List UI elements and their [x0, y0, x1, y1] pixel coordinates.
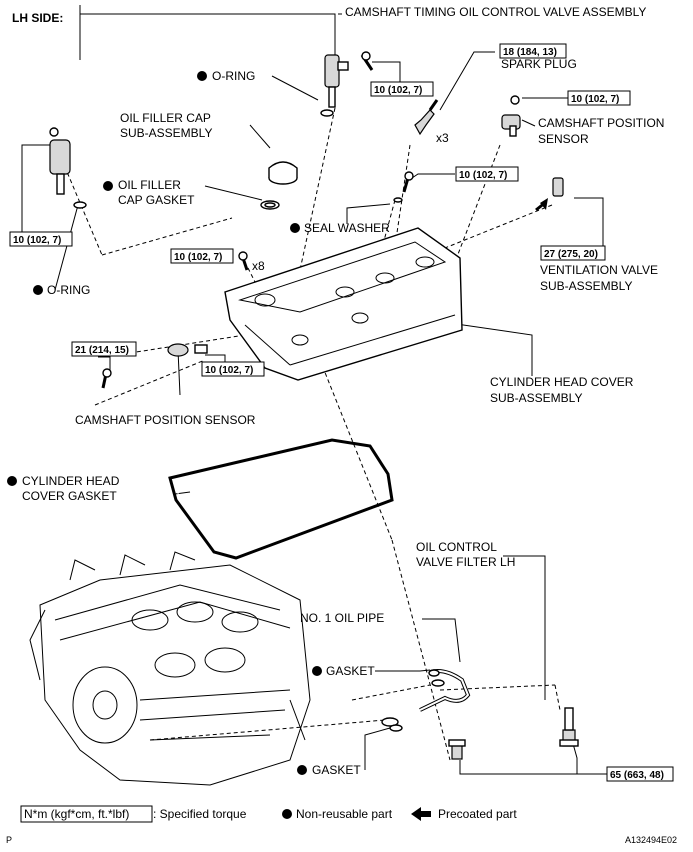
label-spark-plug: SPARK PLUG [501, 57, 577, 71]
legend-torque-text: : Specified torque [153, 807, 247, 821]
label-head-cover-2: SUB-ASSEMBLY [490, 391, 582, 405]
bolt-top [360, 51, 374, 71]
label-oil-pipe: NO. 1 OIL PIPE [300, 611, 384, 625]
legend: N*m (kgf*cm, ft.*lbf) : Specified torque… [20, 805, 517, 823]
label-cam-sensor-right-2: SENSOR [538, 132, 589, 146]
vent-valve-part [535, 177, 564, 212]
label-spark-qty: x3 [436, 131, 449, 145]
union-bolt-part [448, 739, 466, 760]
torque-spark-plug: 18 (184, 13) [499, 43, 567, 59]
label-oil-filler-gasket-2: CAP GASKET [118, 193, 195, 207]
head-cover-gasket-part [168, 438, 394, 560]
label-ocv-filter-2: VALVE FILTER LH [416, 555, 515, 569]
torque-vent-valve: 27 (275, 20) [540, 245, 606, 261]
label-seal-washer: SEAL WASHER [304, 221, 390, 235]
engine-block-part [29, 551, 311, 786]
oil-filler-cap-part [268, 161, 298, 185]
nonreusable-dot-icon [282, 809, 292, 819]
cam-sensor-right-part [501, 95, 521, 137]
label-vent-valve-2: SUB-ASSEMBLY [540, 279, 632, 293]
label-oil-filler-cap-1: OIL FILLER CAP [120, 111, 211, 125]
label-oring-top: O-RING [212, 69, 255, 83]
label-cam-sensor-right-1: CAMSHAFT POSITION [538, 116, 664, 130]
svg-text:10 (102, 7): 10 (102, 7) [205, 365, 253, 376]
label-bolt-qty: x8 [252, 259, 265, 273]
label-cam-sensor-left: CAMSHAFT POSITION SENSOR [75, 413, 256, 427]
label-ocv-filter-1: OIL CONTROL [416, 540, 497, 554]
label-ocv-assy: CAMSHAFT TIMING OIL CONTROL VALVE ASSEMB… [345, 5, 646, 19]
torque-ocv-left: 10 (102, 7) [9, 231, 73, 247]
torque-cam-sensor-left-bolt: 21 (214, 15) [71, 341, 137, 357]
torque-cam-sensor-left: 10 (102, 7) [201, 361, 265, 377]
legend-nonreusable: Non-reusable part [296, 807, 393, 821]
label-vent-valve-1: VENTILATION VALVE [540, 263, 658, 277]
oring-top-part [320, 109, 334, 117]
torque-union-bolts: 65 (663, 48) [606, 766, 674, 782]
svg-text:65 (663, 48): 65 (663, 48) [610, 770, 664, 781]
bolt-middle [393, 171, 414, 203]
side-label: LH SIDE: [12, 11, 63, 25]
svg-text:10 (102, 7): 10 (102, 7) [374, 85, 422, 96]
label-head-gasket-2: COVER GASKET [22, 489, 117, 503]
legend-torque-box [20, 805, 153, 823]
torque-seal-washer-bolt: 10 (102, 7) [455, 166, 519, 182]
label-gasket-lower: GASKET [312, 763, 361, 777]
page-code: P [6, 835, 12, 845]
ocv-filter-part [559, 707, 579, 747]
gasket-lower-part [381, 717, 403, 732]
ocv-top-part [324, 54, 349, 108]
label-gasket-upper: GASKET [326, 664, 375, 678]
svg-text:10 (102, 7): 10 (102, 7) [571, 94, 619, 105]
label-head-gasket-1: CYLINDER HEAD [22, 474, 120, 488]
label-oil-filler-cap-2: SUB-ASSEMBLY [120, 126, 212, 140]
cylinder-head-cover-part [224, 227, 463, 381]
legend-precoated: Precoated part [438, 807, 517, 821]
leader-lines [21, 5, 604, 775]
label-oring-left: O-RING [47, 283, 90, 297]
figure-id: A132494E02 [625, 835, 677, 845]
svg-text:10 (102, 7): 10 (102, 7) [13, 235, 61, 246]
cam-sensor-left-part [101, 343, 208, 389]
label-oil-filler-gasket-1: OIL FILLER [118, 178, 181, 192]
svg-text:27 (275, 20): 27 (275, 20) [544, 249, 598, 260]
nonreusable-markers [7, 71, 322, 775]
torque-cover-bolts: 10 (102, 7) [170, 248, 234, 264]
bolts-x8 [238, 251, 249, 271]
oil-pipe-part [419, 669, 471, 712]
spark-plug-part [414, 99, 439, 136]
svg-text:21 (214, 15): 21 (214, 15) [75, 345, 129, 356]
oil-filler-gasket-part [260, 200, 280, 210]
torque-ocv-bolt: 10 (102, 7) [370, 81, 434, 97]
svg-text:18 (184, 13): 18 (184, 13) [503, 47, 557, 58]
label-head-cover-1: CYLINDER HEAD COVER [490, 375, 634, 389]
legend-torque-unit: N*m (kgf*cm, ft.*lbf) [24, 807, 129, 821]
precoated-arrow-icon [411, 807, 431, 821]
torque-cam-sensor-right: 10 (102, 7) [567, 90, 631, 106]
ocv-left-part [49, 127, 87, 209]
svg-text:10 (102, 7): 10 (102, 7) [174, 252, 222, 263]
svg-text:10 (102, 7): 10 (102, 7) [459, 170, 507, 181]
